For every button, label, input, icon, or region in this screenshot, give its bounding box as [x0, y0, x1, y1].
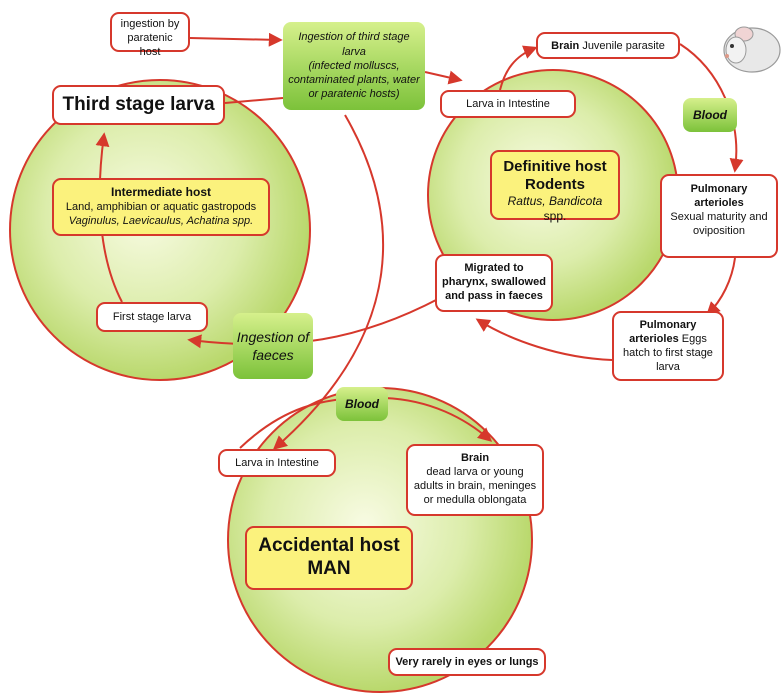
- intermediate-host-line2: Vaginulus, Laevicaulus, Achatina spp.: [68, 215, 254, 228]
- definitive-blood-text: Blood: [693, 108, 727, 122]
- accidental-blood-box: Blood: [336, 387, 388, 421]
- intermediate-host-title: Intermediate host: [110, 185, 212, 199]
- accidental-host-box: Accidental host MAN: [245, 526, 413, 590]
- paratenic-host-text: ingestion by paratenic host: [120, 18, 180, 59]
- pulmonary-oviposition-text: Sexual maturity and oviposition: [670, 211, 768, 238]
- arrow-intestine-to-brain: [499, 45, 538, 91]
- definitive-host-box: Definitive host Rodents Rattus, Bandicot…: [490, 150, 620, 223]
- arrow-ingestion-to-definitive: [424, 70, 463, 85]
- definitive-host-species-suffix: spp.: [543, 209, 567, 224]
- pulmonary-hatch-label: Pulmonary arterioles: [629, 319, 697, 346]
- paratenic-host-box: ingestion by paratenic host: [110, 12, 190, 58]
- definitive-larva-intestine-box: Larva in Intestine: [440, 90, 576, 118]
- definitive-brain-label: Brain: [551, 40, 580, 52]
- ingestion-third-stage-detail: (infected molluscs, contaminated plants,…: [288, 59, 420, 101]
- migrated-box: Migrated to pharynx, swallowed and pass …: [435, 254, 553, 312]
- accidental-blood-text: Blood: [345, 397, 379, 411]
- definitive-host-species-italic: Rattus, Bandicota: [507, 194, 603, 208]
- ingestion-third-stage-title: Ingestion of third stage larva: [298, 31, 410, 58]
- accidental-brain-text: dead larva or young adults in brain, men…: [413, 466, 537, 507]
- pulmonary-oviposition-box: Pulmonary arterioles Sexual maturity and…: [660, 174, 778, 258]
- definitive-brain-text: Juvenile parasite: [582, 40, 665, 52]
- definitive-host-title: Definitive host Rodents: [503, 158, 607, 193]
- arrow-pulmonary-to-pulmonary: [706, 257, 736, 316]
- pulmonary-oviposition-label: Pulmonary arterioles: [690, 183, 748, 210]
- accidental-larva-intestine-box: Larva in Intestine: [218, 449, 336, 477]
- accidental-larva-intestine-text: Larva in Intestine: [235, 456, 319, 469]
- arrow-paratenic-to-ingestion: [189, 32, 283, 47]
- ingestion-third-stage-box: Ingestion of third stage larva (infected…: [283, 22, 425, 110]
- accidental-rarely-box: Very rarely in eyes or lungs: [388, 648, 546, 676]
- intermediate-host-line1: Land, amphibian or aquatic gastropods: [65, 201, 257, 214]
- first-stage-larva-text: First stage larva: [112, 310, 192, 323]
- arrow-faeces-to-first-stage: [187, 297, 441, 349]
- third-stage-larva-title: Third stage larva: [62, 93, 215, 115]
- pulmonary-hatch-text: Eggs hatch to first stage larva: [623, 333, 713, 374]
- arrow-third-to-ingestion: [224, 97, 284, 104]
- pulmonary-hatch-box: Pulmonary arterioles Eggs hatch to first…: [612, 311, 724, 381]
- arrow-pulmonary-to-migrated: [475, 318, 613, 361]
- first-stage-larva-box: First stage larva: [96, 302, 208, 332]
- rat-icon: [723, 26, 781, 73]
- third-stage-larva-box: Third stage larva: [52, 85, 225, 125]
- definitive-host-species: Rattus, Bandicota spp.: [497, 194, 613, 225]
- accidental-rarely-text: Very rarely in eyes or lungs: [395, 655, 539, 668]
- accidental-brain-label: Brain: [460, 452, 490, 464]
- intermediate-host-box: Intermediate host Land, amphibian or aqu…: [52, 178, 270, 236]
- ingestion-faeces-text: Ingestion of faeces: [236, 328, 310, 363]
- accidental-host-title: Accidental host MAN: [258, 535, 400, 579]
- accidental-brain-box: Brain dead larva or young adults in brai…: [406, 444, 544, 516]
- migrated-text: Migrated to pharynx, swallowed and pass …: [442, 262, 546, 303]
- definitive-blood-box: Blood: [683, 98, 737, 132]
- ingestion-faeces-box: Ingestion of faeces: [233, 313, 313, 379]
- arrow-ingestion-to-accidental: [272, 114, 385, 450]
- definitive-larva-intestine-text: Larva in Intestine: [466, 97, 550, 110]
- definitive-brain-box: Brain Juvenile parasite: [536, 32, 680, 59]
